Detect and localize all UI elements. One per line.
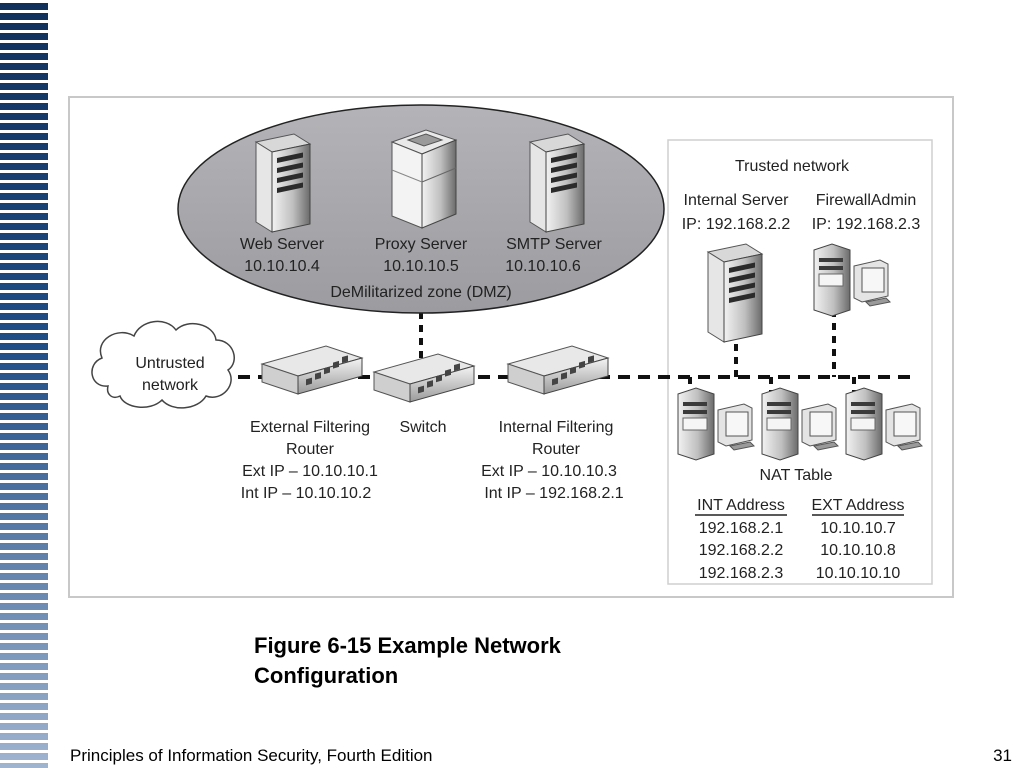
smtp-server-ip: 10.10.10.6 [505, 258, 581, 275]
vertical-links [419, 310, 856, 392]
slide-number: 31 [993, 746, 1012, 765]
nat-row-3-int: 192.168.2.3 [699, 565, 784, 582]
switch-name: Switch [399, 419, 446, 436]
footer-text: Principles of Information Security, Four… [70, 746, 433, 765]
web-server-icon [255, 133, 311, 233]
internal-server-name: Internal Server [684, 192, 790, 209]
decorative-stripe-bar [0, 0, 48, 768]
figure-caption-line1: Figure 6-15 Example Network [254, 633, 561, 658]
proxy-server-ip: 10.10.10.5 [383, 258, 459, 275]
internal-router-name-line2: Router [532, 441, 581, 458]
figure-caption-line2: Configuration [254, 663, 399, 688]
figure-caption: Figure 6-15 Example Network Configuratio… [254, 631, 674, 691]
nat-header-ext: EXT Address [811, 497, 904, 514]
internal-server-ip: IP: 192.168.2.2 [682, 216, 791, 233]
external-router-name-line1: External Filtering [250, 419, 370, 436]
nat-row-1-ext: 10.10.10.7 [820, 520, 896, 537]
firewall-admin-name: FirewallAdmin [816, 192, 916, 209]
external-router-ext-ip: Ext IP – 10.10.10.1 [242, 463, 378, 480]
network-diagram: Web Server 10.10.10.4 Proxy Server 10.10… [68, 96, 954, 598]
nat-table-title: NAT Table [760, 467, 833, 484]
internal-router-int-ip: Int IP – 192.168.2.1 [484, 485, 623, 502]
untrusted-label-line1: Untrusted [135, 355, 204, 372]
proxy-server-icon [391, 129, 457, 229]
nat-row-2-ext: 10.10.10.8 [820, 542, 896, 559]
proxy-server-name: Proxy Server [375, 236, 468, 253]
smtp-server-icon [529, 133, 585, 233]
internal-router-name-line1: Internal Filtering [499, 419, 614, 436]
external-router-int-ip: Int IP – 10.10.10.2 [241, 485, 372, 502]
nat-header-int: INT Address [697, 497, 785, 514]
web-server-ip: 10.10.10.4 [244, 258, 320, 275]
trusted-network-box [667, 139, 933, 585]
nat-row-1-int: 192.168.2.1 [699, 520, 784, 537]
untrusted-label-line2: network [142, 377, 199, 394]
firewall-admin-ip: IP: 192.168.2.3 [812, 216, 921, 233]
smtp-server-name: SMTP Server [506, 236, 602, 253]
nat-row-2-int: 192.168.2.2 [699, 542, 784, 559]
internal-server-icon [707, 243, 763, 343]
web-server-name: Web Server [240, 236, 325, 253]
network-diagram-figure: Web Server 10.10.10.4 Proxy Server 10.10… [68, 96, 954, 598]
nat-row-3-ext: 10.10.10.10 [816, 565, 901, 582]
trusted-network-title: Trusted network [735, 158, 850, 175]
external-router-name-line2: Router [286, 441, 335, 458]
dmz-zone-label: DeMilitarized zone (DMZ) [330, 284, 511, 301]
internal-router-ext-ip: Ext IP – 10.10.10.3 [481, 463, 617, 480]
untrusted-network-cloud [91, 320, 235, 409]
